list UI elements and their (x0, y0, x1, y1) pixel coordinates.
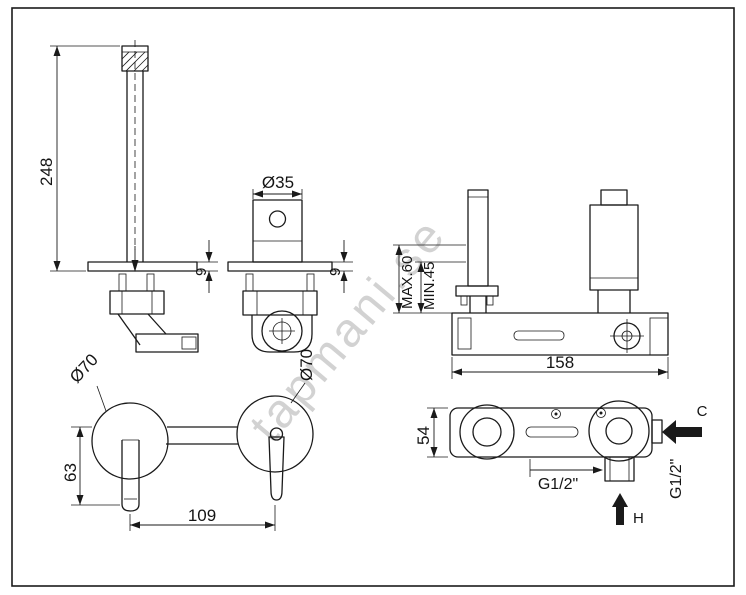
flow-arrow-icon (131, 260, 139, 272)
cartridge-port (588, 400, 650, 462)
screw-hole (596, 408, 606, 418)
dim-248-label: 248 (37, 158, 56, 186)
spout-stub (455, 189, 499, 313)
hot-inlet-stub (604, 456, 635, 482)
spout-tube (126, 40, 144, 272)
mounting-slot (525, 426, 579, 438)
dim-plate-thickness-right: 9 (327, 240, 353, 293)
cartridge-circle (261, 310, 303, 352)
plan-view: 54 G1/2" G1/2" C H (414, 400, 708, 527)
rosette-left (91, 402, 169, 480)
spout-port (459, 404, 515, 460)
drawing-frame (11, 7, 735, 587)
cold-label: C (697, 403, 708, 420)
handle-wall-body (242, 273, 318, 353)
lever-front (268, 427, 285, 501)
dim-158-label: 158 (546, 353, 574, 372)
dim-min-depth: MIN.45 (415, 261, 466, 313)
watermark: tapmani.se (240, 207, 457, 452)
dim-spout-height: 248 (37, 45, 120, 272)
cartridge-column (589, 189, 639, 313)
dim-max-depth: MAX.60 (393, 244, 466, 314)
hot-inlet-arrow-icon (612, 493, 628, 525)
dim-spout-drop: 63 (61, 426, 120, 506)
dim-d35-label: Ø35 (262, 173, 294, 192)
dim-body-depth: 54 (414, 407, 448, 458)
handle-escutcheon-plate (227, 261, 333, 272)
handle-side-view: Ø35 9 (227, 173, 353, 353)
dim-plate-thickness-left: 9 (193, 240, 218, 293)
screw-hole (551, 409, 561, 419)
dim-109-label: 109 (188, 506, 216, 525)
dim-body-width: 158 (451, 353, 669, 379)
spout-side-view: 248 9 (37, 40, 218, 353)
cold-inlet-stub (651, 419, 663, 444)
dim-63-label: 63 (61, 463, 80, 482)
escutcheon-plate (87, 261, 198, 272)
handle-body (252, 199, 303, 263)
spout-front (121, 439, 140, 512)
dim-9-left-label: 9 (193, 268, 210, 276)
hot-inlet-marker: H (612, 493, 644, 527)
thread-label-bottom: G1/2" (529, 459, 603, 493)
thread-side-label: G1/2" (668, 459, 685, 499)
dim-rosette-right: Ø70 (290, 349, 316, 404)
cold-inlet-marker: C (662, 403, 708, 444)
dim-9-right-label: 9 (327, 268, 344, 276)
body-bar (451, 312, 669, 356)
handle-screw-cap (268, 210, 287, 228)
dim-d70-right-label: Ø70 (297, 349, 316, 381)
rosette-right (236, 395, 314, 473)
rough-in-side-view: MAX.60 MIN.45 158 (393, 189, 669, 379)
dim-d70-left-label: Ø70 (66, 350, 102, 386)
dim-max60-label: MAX.60 (399, 256, 416, 309)
thread-bottom-label: G1/2" (538, 476, 578, 493)
dim-rosette-left: Ø70 (66, 350, 107, 412)
hot-label: H (633, 510, 644, 527)
dim-54-label: 54 (414, 426, 433, 445)
dim-min45-label: MIN.45 (421, 262, 438, 310)
dim-centers: 109 (129, 505, 276, 531)
dim-handle-diameter: Ø35 (252, 173, 303, 199)
spout-wall-body (109, 273, 199, 353)
plan-body (449, 407, 653, 458)
cold-inlet-arrow-icon (662, 420, 702, 444)
